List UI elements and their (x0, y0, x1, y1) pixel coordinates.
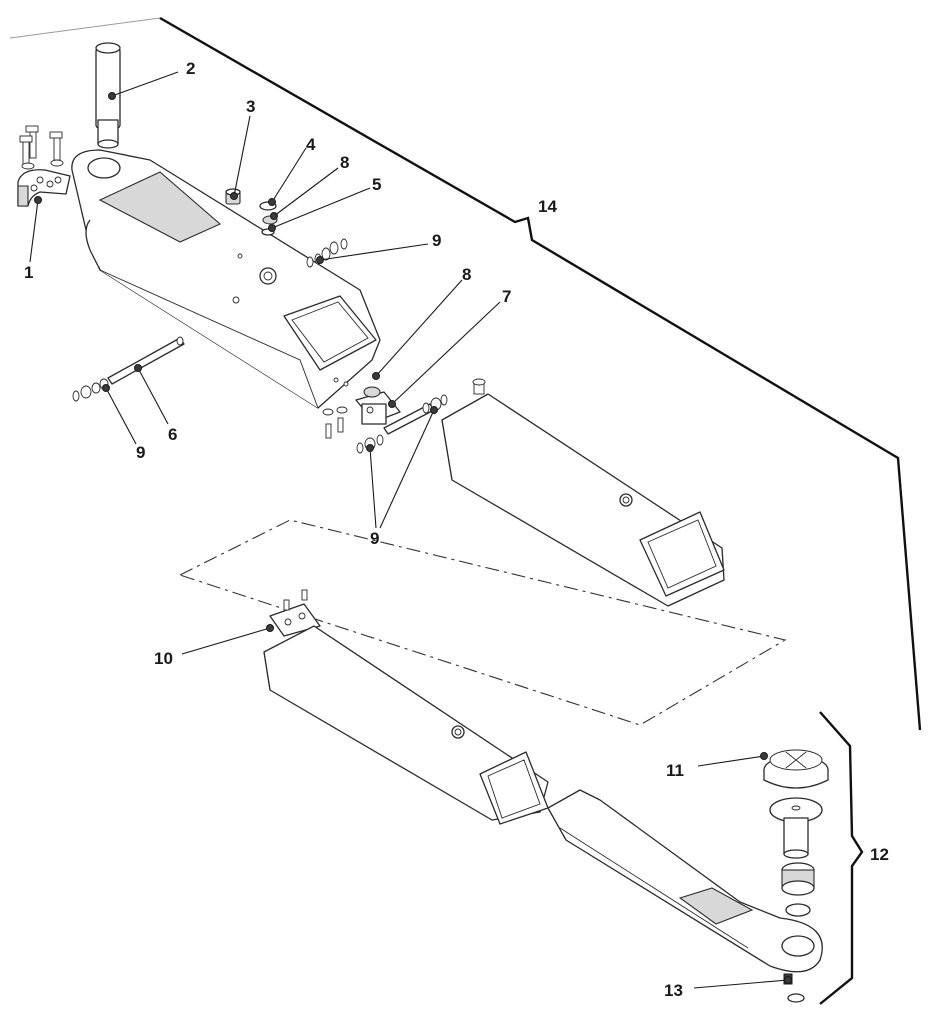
callout-10: 10 (154, 649, 173, 668)
screws-under-arm (322, 406, 348, 439)
leaders (29, 71, 789, 989)
leader-dots (34, 92, 792, 984)
callout-5: 5 (372, 175, 381, 194)
shaft-part-6 (107, 336, 185, 385)
bracket-part-7 (355, 386, 435, 435)
callout-7: 7 (502, 287, 511, 306)
washers-part-9-top (306, 238, 348, 268)
gear-segment-part-1 (17, 169, 71, 207)
callout-14: 14 (538, 197, 557, 216)
callout-3: 3 (246, 97, 255, 116)
assembly-12-brace (819, 711, 864, 1005)
callout-8-mid: 8 (462, 265, 471, 284)
extension-arm-lower (263, 625, 549, 825)
main-arm-upper (71, 149, 381, 409)
assembly-14-brace (159, 16, 922, 731)
callout-12: 12 (870, 845, 889, 864)
rubber-pad-part-11 (763, 749, 829, 789)
callout-4: 4 (306, 135, 316, 154)
callout-2: 2 (186, 59, 195, 78)
pad-holder (769, 797, 823, 859)
alignment-dash-outline (178, 519, 787, 726)
extension-arm-middle (441, 378, 725, 607)
callout-6: 6 (168, 425, 177, 444)
bolts-part-1 (19, 125, 64, 170)
threaded-bushing (781, 862, 815, 896)
assembly-14-thin-start (9, 17, 161, 39)
callout-9-left: 9 (136, 443, 145, 462)
callout-13: 13 (664, 981, 683, 1000)
o-ring (785, 903, 811, 917)
callout-11: 11 (666, 761, 684, 780)
callout-9-top: 9 (432, 231, 441, 250)
callout-8-top: 8 (340, 153, 349, 172)
pin-part-2 (95, 42, 121, 149)
callout-1: 1 (24, 263, 33, 282)
callout-9-mid: 9 (370, 529, 379, 548)
plate-part-10 (269, 589, 321, 637)
lower-arm-right (547, 789, 823, 973)
